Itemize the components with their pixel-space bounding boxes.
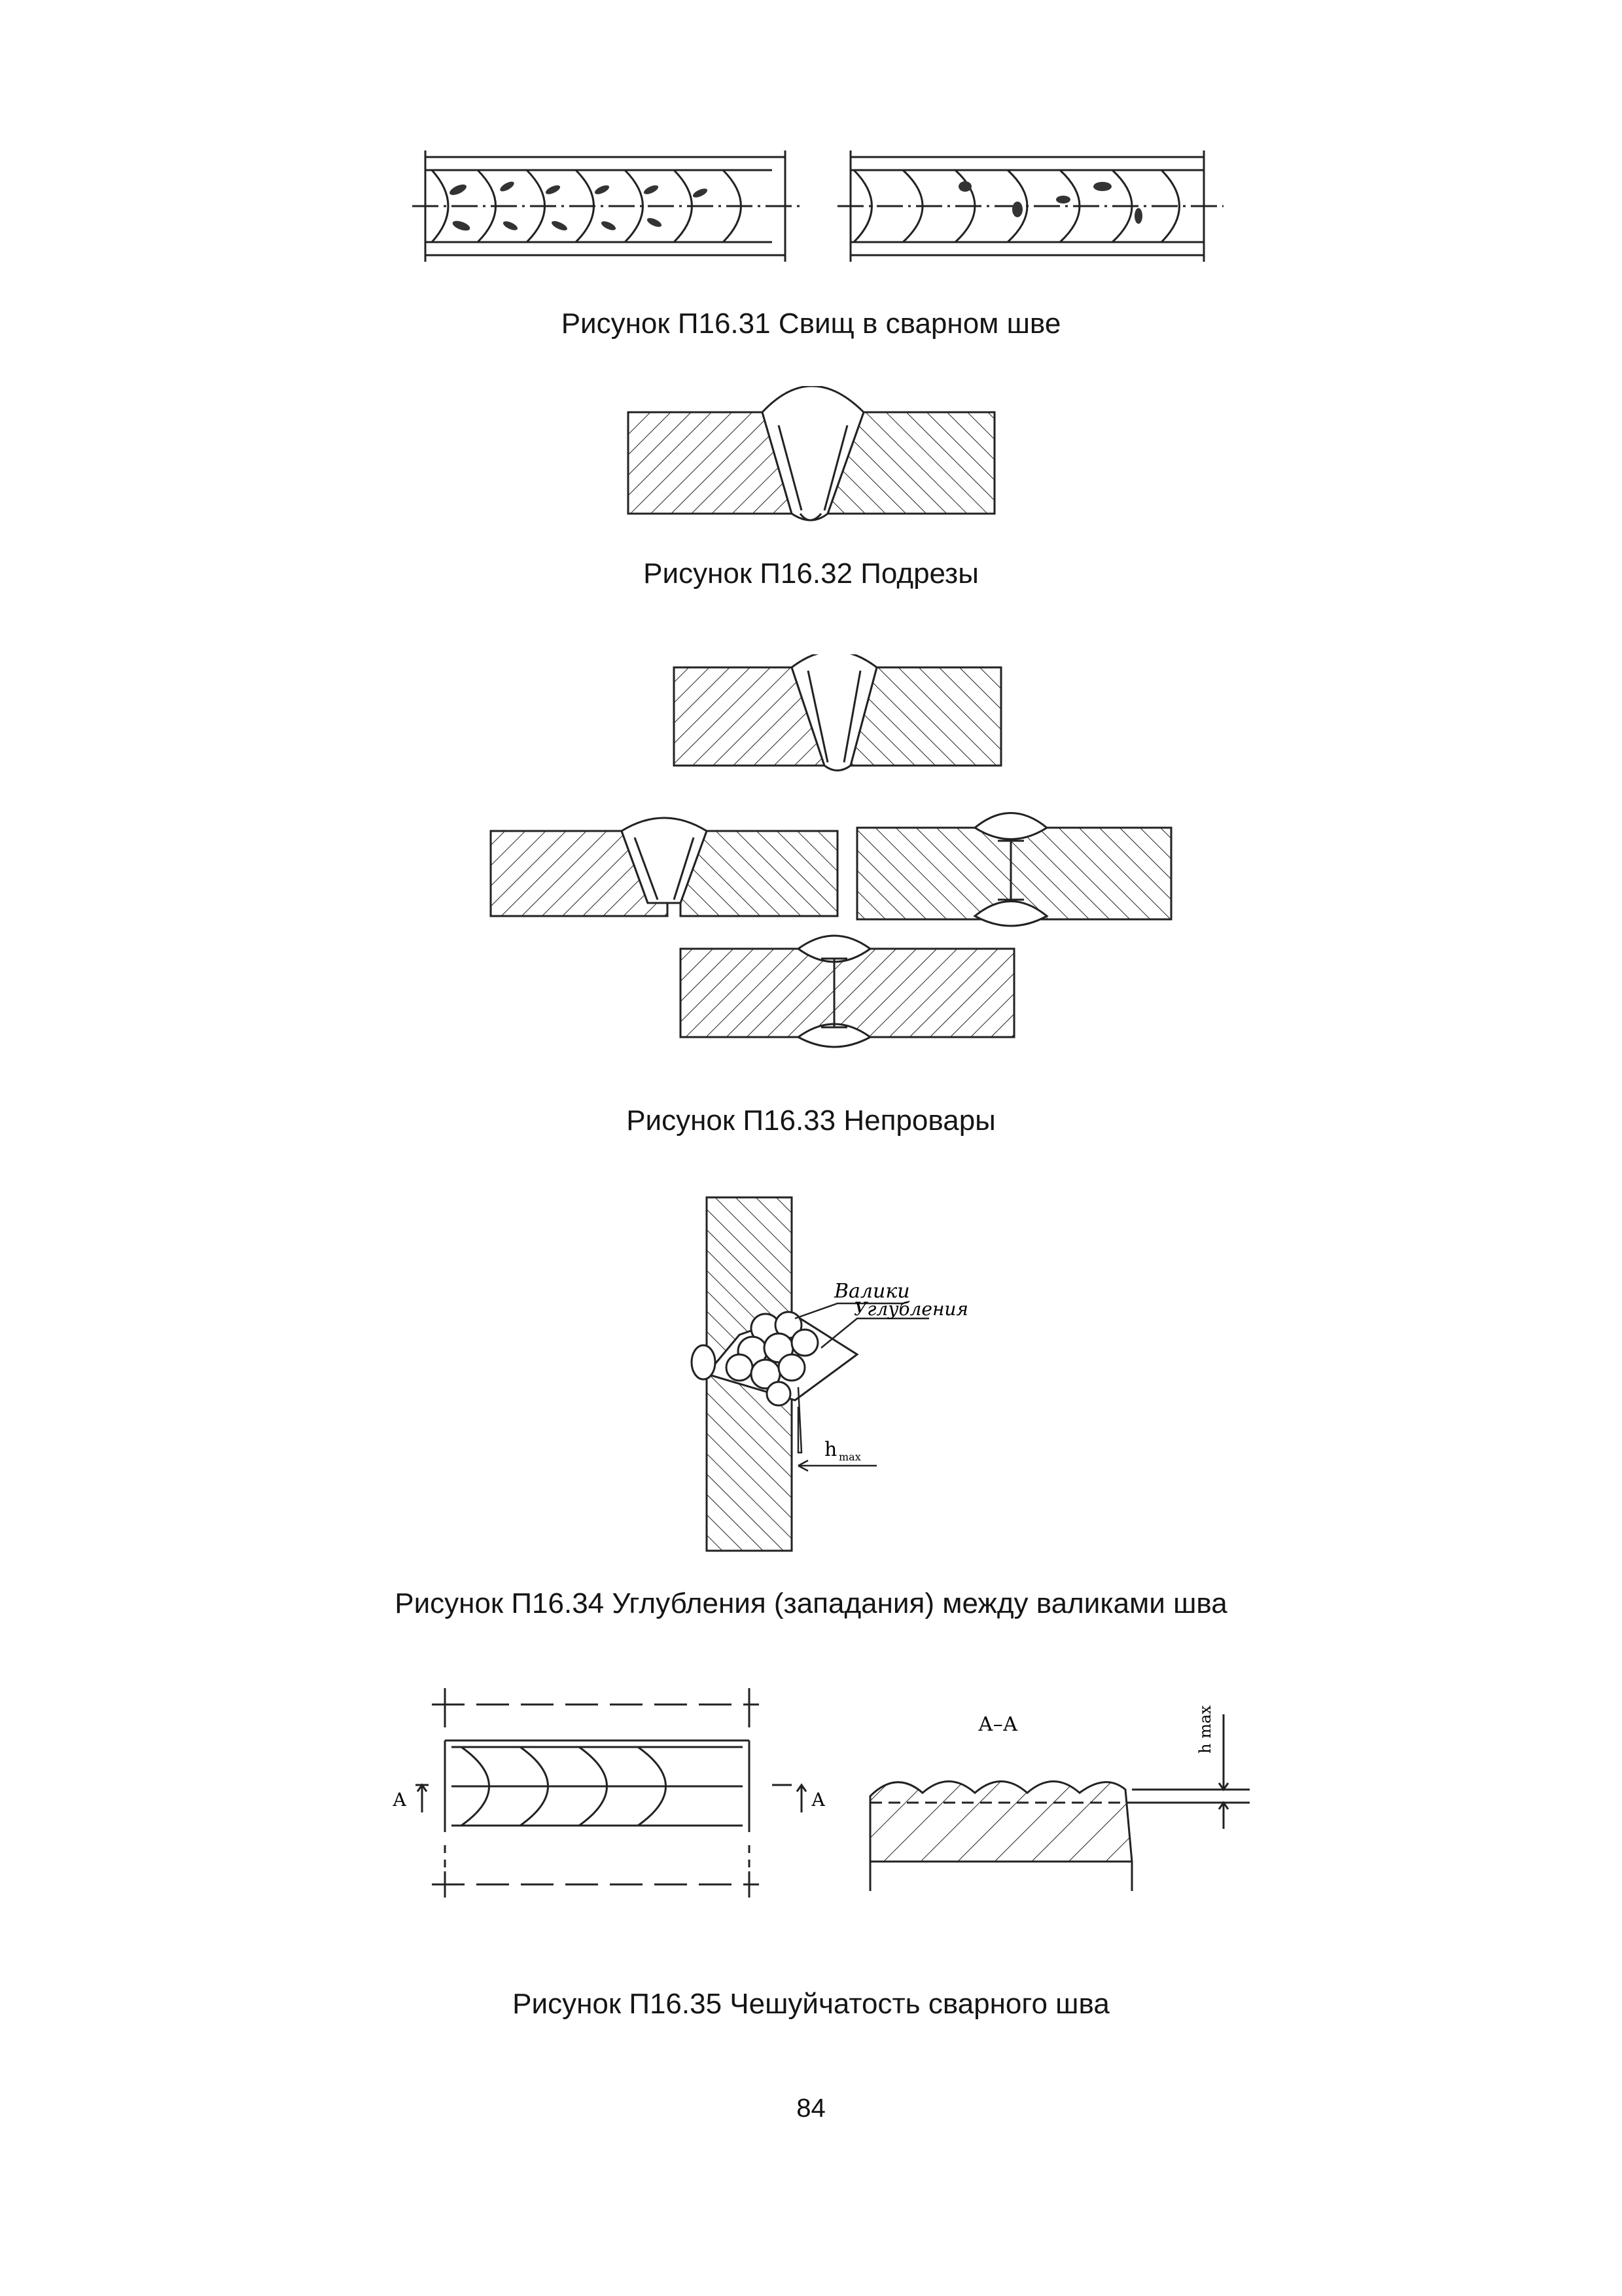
- page-number: 84: [796, 2094, 826, 2123]
- label-hmax: h: [824, 1438, 837, 1461]
- figure-scaliness: А–А А А h max: [393, 1688, 1250, 1898]
- figure-hollows: Валики Углубления h max: [690, 1196, 968, 1552]
- figure-caption-31: Рисунок П16.31 Свищ в сварном шве: [561, 308, 1061, 340]
- label-hollows: Углубления: [854, 1298, 968, 1320]
- label-a-left: А: [393, 1789, 406, 1810]
- figure-caption-35: Рисунок П16.35 Чешуйчатость сварного шва: [512, 1988, 1110, 2020]
- figure-undercuts: [627, 386, 996, 521]
- label-a-right: А: [811, 1789, 825, 1810]
- label-hmax-vertical: h max: [1196, 1705, 1214, 1754]
- figure-lack-of-fusion: [489, 654, 1172, 1048]
- label-beads: Валики: [834, 1280, 910, 1303]
- label-section: А–А: [978, 1713, 1018, 1736]
- figure-caption-33: Рисунок П16.33 Непровары: [626, 1104, 996, 1137]
- label-hmax-sub: max: [839, 1451, 861, 1463]
- figure-caption-32: Рисунок П16.32 Подрезы: [643, 557, 979, 590]
- figure-fistula: [412, 150, 1224, 262]
- figure-caption-34: Рисунок П16.34 Углубления (западания) ме…: [395, 1587, 1227, 1619]
